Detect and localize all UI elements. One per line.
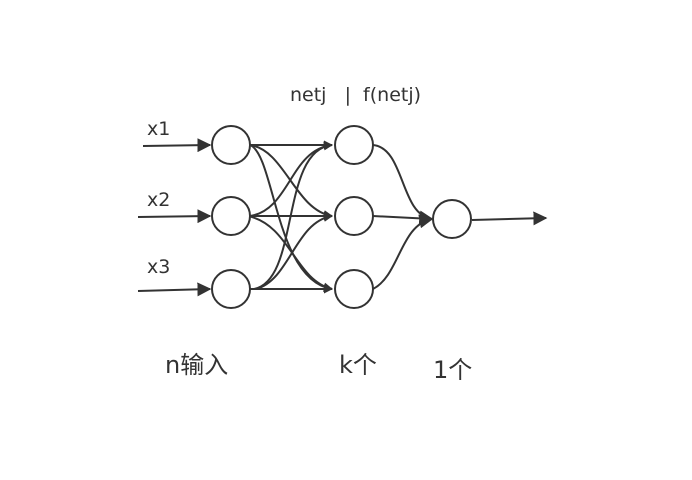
input-hidden-connections [247,140,333,294]
edge-i2-h3 [247,215,333,292]
input-label-x2: x2 [147,189,170,211]
hidden-output-connections [372,144,434,290]
hidden-node-2 [334,196,374,236]
input-node-3 [211,269,251,309]
output-layer [432,199,472,239]
input-label-x3: x3 [147,256,170,278]
hidden-layer-header: netj | f(netj) [290,84,421,106]
hidden-node-3 [334,269,374,309]
hidden-layer [334,125,374,309]
hidden-node-1 [334,125,374,165]
input-arrow-1 [142,138,212,153]
caption-input-layer: n输入 [165,351,228,379]
caption-hidden-layer: k个 [339,351,377,379]
edge-i1-h3 [249,144,333,293]
input-node-1 [211,125,251,165]
edge-h1-o [372,144,434,225]
edge-i3-h2 [255,212,333,290]
input-arrow-2 [137,209,212,224]
input-arrow-3 [137,282,212,297]
edge-i3-h1 [253,141,333,290]
input-arrows [137,138,212,297]
input-label-x1: x1 [147,118,170,140]
input-layer [211,125,251,309]
edge-h3-o [372,214,434,290]
output-node [432,199,472,239]
output-arrow [471,211,548,226]
input-node-2 [211,196,251,236]
edge-i2-h1 [249,141,333,217]
caption-output-layer: 1个 [433,356,472,384]
